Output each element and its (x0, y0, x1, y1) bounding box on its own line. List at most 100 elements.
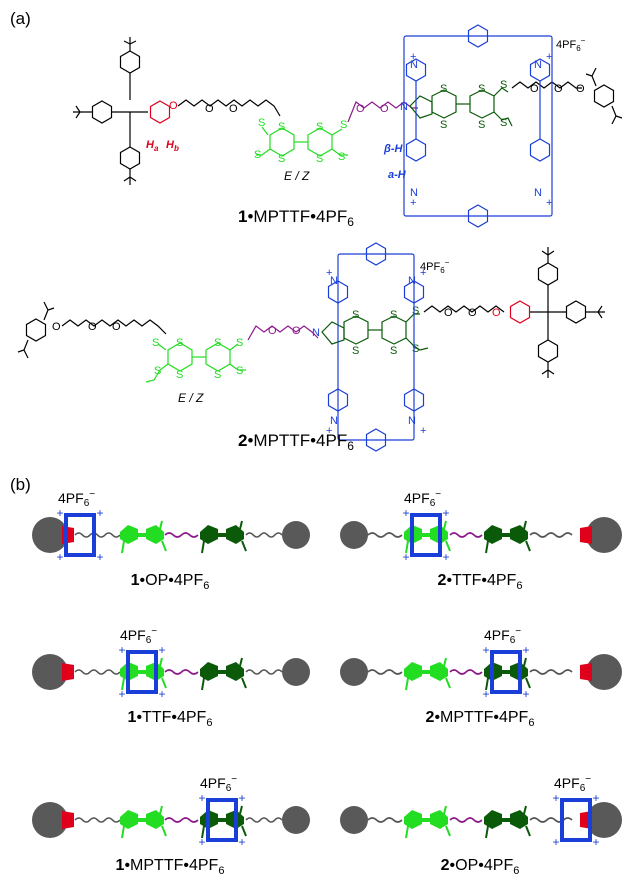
compound1-linker-o1: O (356, 103, 365, 115)
cartoon-4-ttf (404, 657, 451, 691)
compound1-caption: 1•MPTTF•4PF6 (238, 207, 354, 229)
compound1-ether-o: O (169, 100, 178, 112)
cartoon-1-ttf-left-ring (120, 525, 138, 544)
cartoon-1-ttf-arms (121, 520, 167, 554)
cartoon-6-ttf-right-ring (430, 810, 448, 829)
cartoon-2-chain-1 (367, 532, 403, 538)
compound2-chain-o1: O (88, 321, 97, 333)
cartoon-2-mpttf-right-ring (510, 525, 528, 544)
compound1-ttf-s8: S (338, 151, 345, 163)
cartoon-4: ++++4PF6−2•MPTTF•4PF6 (340, 626, 622, 729)
panel-b-label: (b) (10, 475, 31, 494)
cartoon-1-mpttf-arms (201, 520, 247, 554)
compound2-mpttf-s3: S (390, 309, 397, 321)
cartoon-5-ring-box (206, 798, 238, 842)
cartoon-2-ring-plus-2: + (442, 506, 449, 520)
cartoon-5-ttf-left-ring (120, 810, 138, 829)
cartoon-4-ttf-left-ring (404, 662, 422, 681)
compound1-diisopropylphenyl-stopper (585, 67, 623, 125)
cartoon-5-counterion: 4PF6− (200, 774, 237, 794)
cartoon-4-small-stopper (340, 658, 368, 686)
cartoon-1: ++++4PF6−1•OP•4PF6 (32, 489, 310, 592)
cartoon-1-ring-box (64, 513, 96, 557)
compound1-glycol-chain-left (177, 99, 281, 117)
cartoon-1-ttf-bridge (137, 533, 147, 537)
compound2-mpttf-s1: S (352, 309, 359, 321)
compound2-ttf-s1: S (152, 337, 159, 349)
compound2-counterion: 4PF6− (420, 258, 450, 275)
compound2-mpttf-s2: S (352, 345, 359, 357)
compound1-ring-n4: N (534, 187, 542, 199)
cartoon-4-ttf-bridge (421, 670, 431, 674)
cartoon-1-ring-plus-3: + (56, 550, 63, 564)
compound2-ring-plus2: + (420, 267, 426, 279)
cartoon-6-mpttf (484, 805, 531, 839)
cartoon-3-mpttf-right-ring (226, 662, 244, 681)
cartoon-2-counterion: 4PF6− (404, 489, 441, 509)
cartoon-1-caption: 1•OP•4PF6 (131, 572, 210, 592)
compound1-ez-label: E / Z (284, 169, 310, 183)
cartoon-3-small-stopper (282, 658, 310, 686)
compound2-chain-o3: O (444, 307, 453, 319)
cartoon-1-chain-2 (245, 532, 283, 538)
cartoon-5-ttf-bridge (137, 818, 147, 822)
compound2-mpttf-unit (321, 313, 429, 351)
compound2-mpttf-s6: S (412, 343, 419, 355)
compound2-glycol-chain-left (61, 319, 167, 335)
compound2-linker-o2: O (292, 325, 301, 337)
cartoon-2-ring-plus-4: + (442, 550, 449, 564)
compound2-linker-o1: O (268, 325, 277, 337)
cartoon-4-ring-plus-2: + (522, 643, 529, 657)
cartoon-2-chain-2 (529, 532, 573, 538)
cartoon-5-chain-2 (245, 817, 283, 823)
cartoon-3-caption: 1•TTF•4PF6 (128, 709, 213, 729)
cartoon-3-ring-plus-3: + (118, 687, 125, 701)
cartoon-6-ring-box (560, 798, 592, 842)
cartoon-2-big-stopper-ball (586, 517, 622, 553)
compound1-ring-plus2: + (546, 51, 552, 63)
compound1-linker-o2: O (380, 103, 389, 115)
compound2-ttf-s8: S (236, 365, 243, 377)
compound2-phenol-ring (509, 300, 531, 324)
cartoon-1-mpttf-right-ring (226, 525, 244, 544)
cartoon-2-ring-box (410, 513, 442, 557)
cartoon-4-big-stopper-ball (586, 654, 622, 690)
cartoon-5-ring: ++++ (198, 791, 245, 849)
cartoon-6-chain-1 (367, 817, 403, 823)
cartoon-2-mpttf-left-ring (484, 525, 502, 544)
compound1-mpttf-s5: S (500, 79, 507, 91)
cartoon-2-linker (449, 532, 483, 538)
cartoon-6-ttf-bridge (421, 818, 431, 822)
cartoon-4-chain-1 (367, 669, 403, 675)
compound2-ttf-s4: S (176, 369, 183, 381)
cartoon-3-mpttf-bridge (217, 670, 227, 674)
cartoon-6-ring: ++++ (552, 791, 599, 849)
cartoon-6-big-stopper-ball (586, 802, 622, 838)
cartoon-6-ring-plus-2: + (592, 791, 599, 805)
cartoon-5-chain-1 (74, 817, 121, 823)
compound1-mpttf-unit (409, 87, 513, 127)
compound-2-structure: O O O S S S S S S S S E / Z O O N S S S (17, 242, 605, 452)
cartoon-6-small-stopper (340, 806, 368, 834)
compound2-ttf-s7: S (236, 337, 243, 349)
compound2-caption: 2•MPTTF•4PF6 (238, 431, 354, 453)
compound1-ttf-s1: S (258, 117, 265, 129)
cartoon-1-linker (164, 532, 199, 538)
compound1-beta-h-label: β-H (383, 143, 403, 155)
cartoon-3-ring: ++++ (118, 643, 165, 701)
compound1-chain-o1: O (205, 103, 214, 115)
compound1-ring-n3: N (410, 187, 418, 199)
cartoon-6-linker (449, 817, 483, 823)
compound1-chain-o5: O (576, 83, 585, 95)
compound1-glycol-chain-right (511, 81, 582, 89)
cartoon-3: ++++4PF6−1•TTF•4PF6 (32, 626, 310, 729)
cartoon-6-ttf (404, 805, 451, 839)
cartoon-2-big-stopper (580, 517, 622, 553)
compound1-ring-plus1: + (410, 51, 416, 63)
cartoon-5-ring-plus-2: + (238, 791, 245, 805)
cartoon-6-mpttf-arms (485, 805, 531, 839)
compound2-ether-o: O (52, 321, 61, 333)
cartoon-3-ring-plus-2: + (158, 643, 165, 657)
cartoon-6-ttf-arms (405, 805, 451, 839)
